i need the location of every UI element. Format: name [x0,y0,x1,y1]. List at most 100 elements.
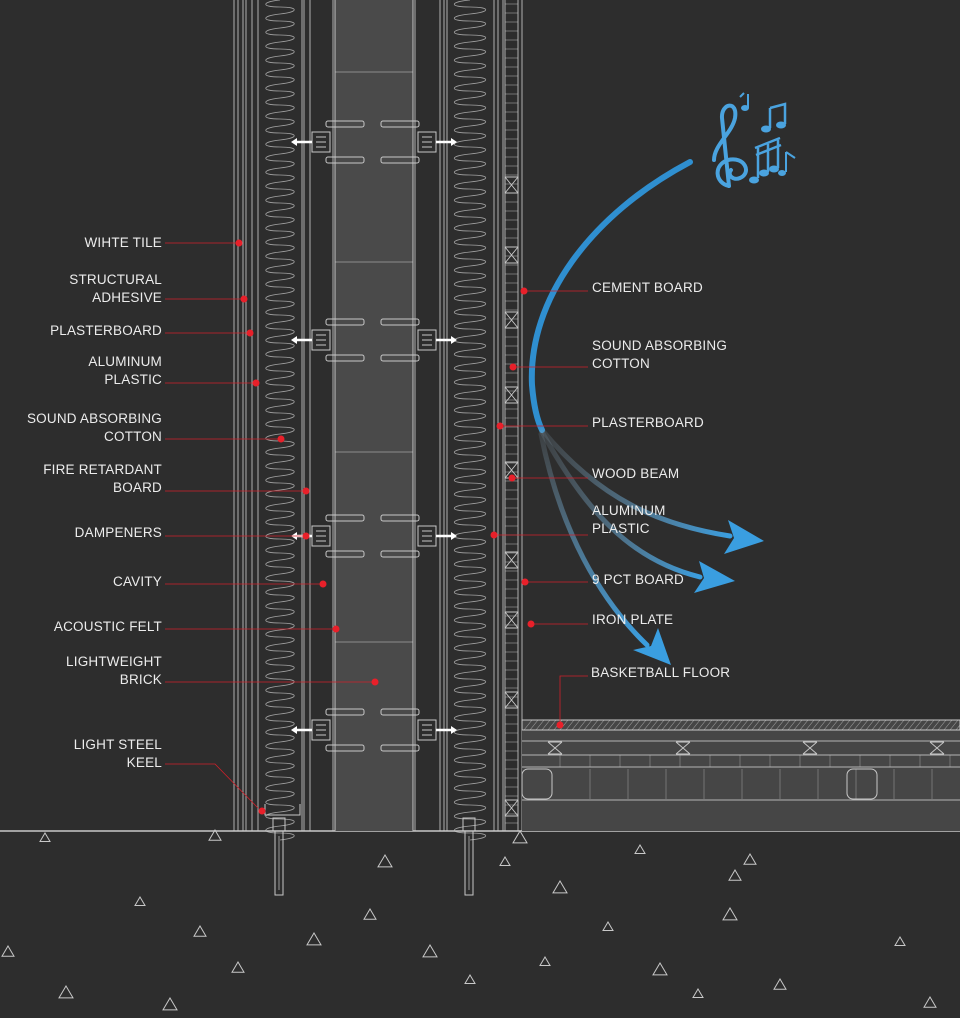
double-note-stems [768,102,787,128]
wall-tie [380,354,420,362]
label-light-steel-keel: LIGHT STEEL KEEL [73,737,162,770]
aggregate-mark [464,974,476,984]
dampener-coil [316,136,326,148]
leader-dot [490,531,498,539]
leader-dot [302,487,310,495]
note-head [749,176,759,184]
leader-lines [165,239,588,815]
aggregate-mark [58,985,74,999]
floor-joist [521,768,553,800]
wall-tie [325,550,365,558]
label-structural-adhesive: STRUCTURAL ADHESIVE [69,272,162,305]
reflected-sound-arrow [538,431,650,648]
wall-tie [380,318,420,326]
aggregate-mark [363,908,377,920]
label-plasterboard-left: PLASTERBOARD [50,323,162,338]
leader-dot [527,620,535,628]
aggregate-mark [377,854,393,868]
aggregate-mark [652,962,668,976]
sound-absorbing-cotton-pattern [265,0,295,841]
sound-path [528,159,764,665]
dampener-coil [422,334,432,346]
leader-dot [302,532,310,540]
aggregate-mark [422,944,438,958]
ground-slab [0,829,960,1011]
aggregate-mark [162,997,178,1011]
rubber-pad [929,741,945,755]
wall-tie [380,514,420,522]
leader-dot [520,287,528,295]
wood-beam-block [504,311,519,329]
wall-assembly [233,0,523,896]
aggregate-mark [743,853,757,865]
floor-joist [846,768,878,800]
treble-clef-shape [712,103,748,188]
anchor-bolt [464,830,474,896]
wall-tie [325,120,365,128]
leader-line [559,675,588,722]
dampener-coil [422,530,432,542]
aggregate-mark [134,896,146,906]
leader-dot [319,580,327,588]
leader-dot [277,435,285,443]
leader-dot [509,363,517,371]
dampener-arrowhead [451,532,457,540]
dampener-coil [316,724,326,736]
leader-dot [240,295,248,303]
label-acoustic-felt: ACOUSTIC FELT [53,619,162,634]
leader-dot [371,678,379,686]
wall-tie [325,318,365,326]
aggregate-mark [552,880,568,894]
leader-dot [521,578,529,586]
beamed-note-stems [754,136,782,178]
wall-tie [380,156,420,164]
aggregate-mark [894,936,906,946]
wood-beam-block [504,176,519,194]
wall-tie [325,708,365,716]
wall-tie [325,744,365,752]
rubber-pad [547,741,563,755]
note-head [776,121,786,129]
wall-tie [325,354,365,362]
leader-dot [246,329,254,337]
label-lightweight-brick: LIGHTWEIGHT BRICK [66,654,162,687]
note-head [778,170,786,176]
dampener-arrowhead [291,336,297,344]
aggregate-mark [39,832,51,842]
floor-assembly [521,719,960,831]
rubber-pad [802,741,818,755]
music-notes-icon [712,92,796,188]
label-iron-plate: IRON PLATE [592,612,674,627]
label-sound-absorbing-cotton-right: SOUND ABSORBING COTTON [592,338,728,371]
label-aluminum-plastic-right: ALUMINUM PLASTIC [592,503,666,536]
aggregate-mark [602,921,614,931]
sound-absorbing-cotton-pattern [453,0,487,841]
dampener-coil [422,136,432,148]
label-dampeners: DAMPENERS [74,525,162,540]
aggregate-mark [634,844,646,854]
aggregate-mark [539,956,551,966]
reflected-sound-arrowhead [633,628,671,665]
dampener-coil [316,334,326,346]
wood-beam-block [504,246,519,264]
aggregate-mark [231,961,245,973]
aggregate-mark [306,932,322,946]
leader-dot [258,807,266,815]
dampener-arrowhead [291,138,297,146]
label-9-pct-board: 9 PCT BOARD [592,572,684,587]
floor-base [522,720,960,831]
dampener-arrowhead [451,726,457,734]
aggregate-mark [692,988,704,998]
dampener-arrowhead [291,726,297,734]
leader-dot [235,239,243,247]
incoming-sound-arrow [528,159,693,433]
leader-dot [332,625,340,633]
note-stem [785,151,796,172]
note-head [761,125,771,133]
label-wood-beam: WOOD BEAM [592,466,680,481]
wood-beam-block [504,386,519,404]
note-flag [739,92,745,98]
reflected-sound-arrowhead [724,520,764,554]
